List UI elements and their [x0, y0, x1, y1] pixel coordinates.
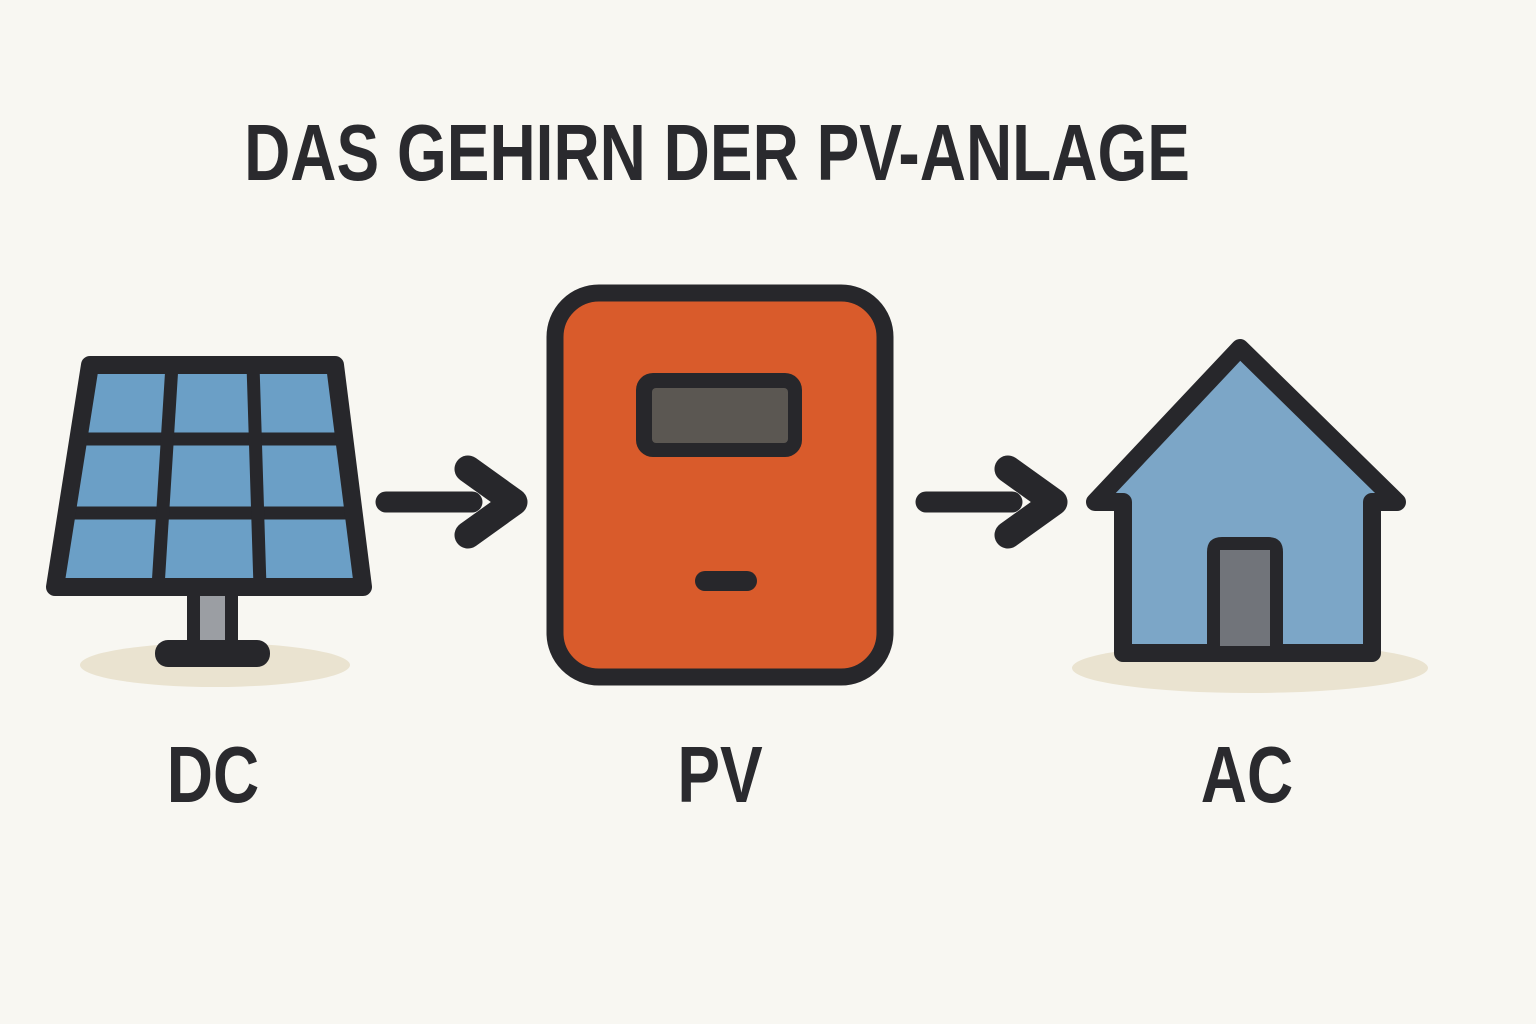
arrow-head — [994, 455, 1068, 549]
node-label-ac: AC — [1200, 730, 1294, 819]
inverter-display-screen — [652, 388, 788, 443]
page-title: DAS GEHIRN DER PV-ANLAGE — [244, 108, 1190, 197]
house-icon — [1072, 339, 1428, 693]
inverter-icon — [546, 284, 894, 686]
panel-grid — [67, 364, 354, 588]
arrow-right-icon — [375, 455, 528, 549]
panel-face — [55, 365, 363, 587]
arrow-right-icon — [915, 455, 1068, 549]
node-label-dc: DC — [166, 730, 260, 819]
panel-base — [155, 640, 270, 667]
panel-grid-line — [246, 364, 267, 588]
panel-grid-line — [151, 364, 179, 588]
node-label-pv: PV — [677, 730, 763, 819]
solar-panel-icon — [46, 356, 372, 687]
panel-frame — [46, 356, 372, 596]
inverter-indicator — [695, 571, 757, 591]
arrow-head — [454, 455, 528, 549]
inverter-body — [546, 284, 894, 686]
house-door — [1220, 550, 1270, 646]
